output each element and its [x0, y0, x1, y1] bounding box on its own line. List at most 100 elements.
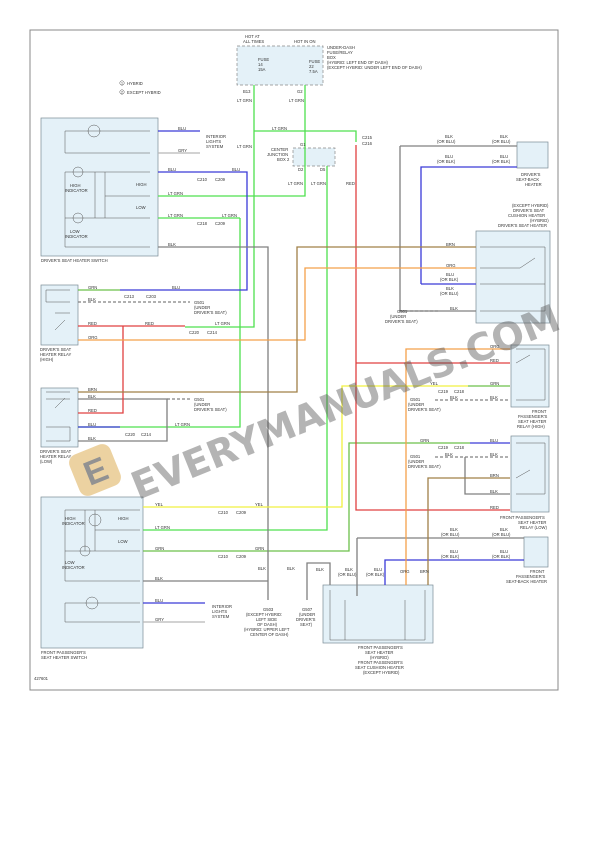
- svg-text:BLU: BLU: [168, 167, 176, 172]
- svg-text:SEAT-BACK: SEAT-BACK: [516, 177, 539, 182]
- wire-grn: [78, 289, 510, 552]
- svg-text:G1: G1: [300, 142, 306, 147]
- svg-text:SYSTEM: SYSTEM: [212, 614, 230, 619]
- svg-text:LIGHTS: LIGHTS: [212, 609, 227, 614]
- svg-text:ORG: ORG: [446, 263, 456, 268]
- svg-text:LIGHTS: LIGHTS: [206, 139, 221, 144]
- svg-text:DRIVER'S SEAT): DRIVER'S SEAT): [385, 319, 418, 324]
- svg-text:BLU: BLU: [232, 167, 240, 172]
- connector-labels: C215 C216 C210 C209 C218 C209 C213 C203 …: [124, 135, 465, 559]
- wire-ltgrn: [78, 85, 357, 531]
- svg-text:SEAT): SEAT): [300, 622, 313, 627]
- svg-text:BLU: BLU: [178, 126, 186, 131]
- svg-text:BLK: BLK: [88, 394, 96, 399]
- svg-text:RELAY (LOW): RELAY (LOW): [520, 525, 547, 530]
- wire-yel: [143, 385, 468, 508]
- svg-text:BRN: BRN: [446, 242, 455, 247]
- svg-text:DRIVER'S SEAT HEATER SWITCH: DRIVER'S SEAT HEATER SWITCH: [41, 258, 108, 263]
- svg-text:DRIVER'S SEAT): DRIVER'S SEAT): [194, 407, 227, 412]
- svg-text:GRN: GRN: [88, 285, 97, 290]
- svg-text:FUSE/RELAY: FUSE/RELAY: [327, 50, 353, 55]
- svg-text:C214: C214: [141, 432, 152, 437]
- svg-text:C218: C218: [454, 445, 465, 450]
- svg-text:GRN: GRN: [490, 381, 499, 386]
- svg-text:C213: C213: [124, 294, 135, 299]
- svg-text:LT GRN: LT GRN: [168, 191, 183, 196]
- svg-text:(UNDER: (UNDER: [194, 402, 210, 407]
- svg-text:BLU: BLU: [500, 549, 508, 554]
- svg-text:(EXCEPT HYBRID): (EXCEPT HYBRID): [512, 203, 549, 208]
- svg-text:LT GRN: LT GRN: [272, 126, 287, 131]
- svg-text:GRN: GRN: [420, 438, 429, 443]
- svg-text:FRONT PASSENGER'S: FRONT PASSENGER'S: [358, 645, 403, 650]
- svg-text:DRIVER'S SEAT: DRIVER'S SEAT: [40, 347, 72, 352]
- wire-labels: BLU GRY BLU BLU LT GRN LT GRN LT GRN BLK…: [88, 98, 511, 622]
- svg-text:15A: 15A: [258, 67, 266, 72]
- figure-id: 427601: [34, 676, 49, 681]
- svg-text:G501: G501: [194, 300, 205, 305]
- svg-text:(HIGH): (HIGH): [40, 357, 54, 362]
- svg-text:HOT IN ON: HOT IN ON: [294, 39, 316, 44]
- svg-text:BRN: BRN: [420, 569, 429, 574]
- svg-text:G501: G501: [410, 397, 421, 402]
- svg-text:HEATER RELAY: HEATER RELAY: [40, 454, 71, 459]
- svg-text:(UNDER: (UNDER: [408, 459, 424, 464]
- svg-text:BLU: BLU: [450, 549, 458, 554]
- wire-blk-dashed: [78, 301, 510, 458]
- svg-text:BLU: BLU: [500, 154, 508, 159]
- driver-seat-heater-switch: [40, 117, 159, 257]
- svg-text:FRONT PASSENGER'S: FRONT PASSENGER'S: [500, 515, 545, 520]
- svg-text:SEAT CUSHION HEATER: SEAT CUSHION HEATER: [355, 665, 404, 670]
- svg-text:FRONT PASSENGER'S: FRONT PASSENGER'S: [41, 650, 86, 655]
- svg-text:SEAT HEATER SWITCH: SEAT HEATER SWITCH: [41, 655, 87, 660]
- svg-text:ORG: ORG: [88, 335, 98, 340]
- svg-text:(OR BLK): (OR BLK): [441, 554, 460, 559]
- svg-text:SEAT-BACK HEATER: SEAT-BACK HEATER: [506, 579, 547, 584]
- svg-text:BLU: BLU: [490, 438, 498, 443]
- svg-text:G501: G501: [397, 309, 408, 314]
- driver-relay-high: [40, 284, 79, 346]
- svg-text:BLK: BLK: [450, 395, 458, 400]
- wire-gry: [143, 152, 205, 623]
- passenger-seat-heater-switch: [40, 496, 144, 649]
- svg-text:BLK: BLK: [445, 452, 453, 457]
- wire-brn: [78, 246, 510, 585]
- svg-text:LT GRN: LT GRN: [311, 181, 326, 186]
- svg-text:C214: C214: [207, 330, 218, 335]
- svg-text:(EXCEPT HYBRID: UNDER LEFT END: (EXCEPT HYBRID: UNDER LEFT END OF DASH): [327, 65, 422, 70]
- svg-text:C210: C210: [197, 177, 208, 182]
- svg-text:BLK: BLK: [450, 306, 458, 311]
- svg-text:RED: RED: [490, 358, 499, 363]
- passenger-relay-low: [510, 435, 550, 513]
- svg-text:BLK: BLK: [155, 576, 163, 581]
- svg-text:BLU: BLU: [445, 154, 453, 159]
- svg-text:D2: D2: [298, 167, 304, 172]
- svg-text:GRY: GRY: [178, 148, 187, 153]
- svg-text:C219: C219: [438, 445, 449, 450]
- svg-text:(UNDER: (UNDER: [390, 314, 406, 319]
- svg-text:(UNDER: (UNDER: [408, 402, 424, 407]
- svg-text:(OR BLK): (OR BLK): [437, 159, 456, 164]
- svg-text:SEAT HEATER: SEAT HEATER: [518, 520, 546, 525]
- passenger-relay-high: [510, 344, 550, 408]
- svg-text:(HYBRID): (HYBRID): [530, 218, 549, 223]
- svg-text:BLK: BLK: [490, 489, 498, 494]
- svg-text:OF DASH): OF DASH): [257, 622, 278, 627]
- svg-text:GRY: GRY: [155, 617, 164, 622]
- svg-text:C209: C209: [215, 221, 226, 226]
- svg-text:LT GRN: LT GRN: [175, 422, 190, 427]
- driver-relay-low: [40, 387, 79, 448]
- svg-text:INDICATOR: INDICATOR: [62, 565, 85, 570]
- svg-text:(LOW): (LOW): [40, 459, 53, 464]
- svg-text:BLU: BLU: [446, 272, 454, 277]
- svg-text:C209: C209: [236, 510, 247, 515]
- svg-text:DRIVER'S SEAT: DRIVER'S SEAT: [513, 208, 545, 213]
- svg-text:G503: G503: [263, 607, 274, 612]
- svg-text:BLK: BLK: [450, 527, 458, 532]
- svg-text:BLK: BLK: [88, 436, 96, 441]
- svg-text:LOW: LOW: [118, 539, 128, 544]
- component-labels: DRIVER'S SEAT HEATER SWITCH HIGHINDICATO…: [40, 134, 549, 675]
- svg-text:2: 2: [121, 90, 123, 94]
- svg-text:SEAT HEATER: SEAT HEATER: [518, 419, 546, 424]
